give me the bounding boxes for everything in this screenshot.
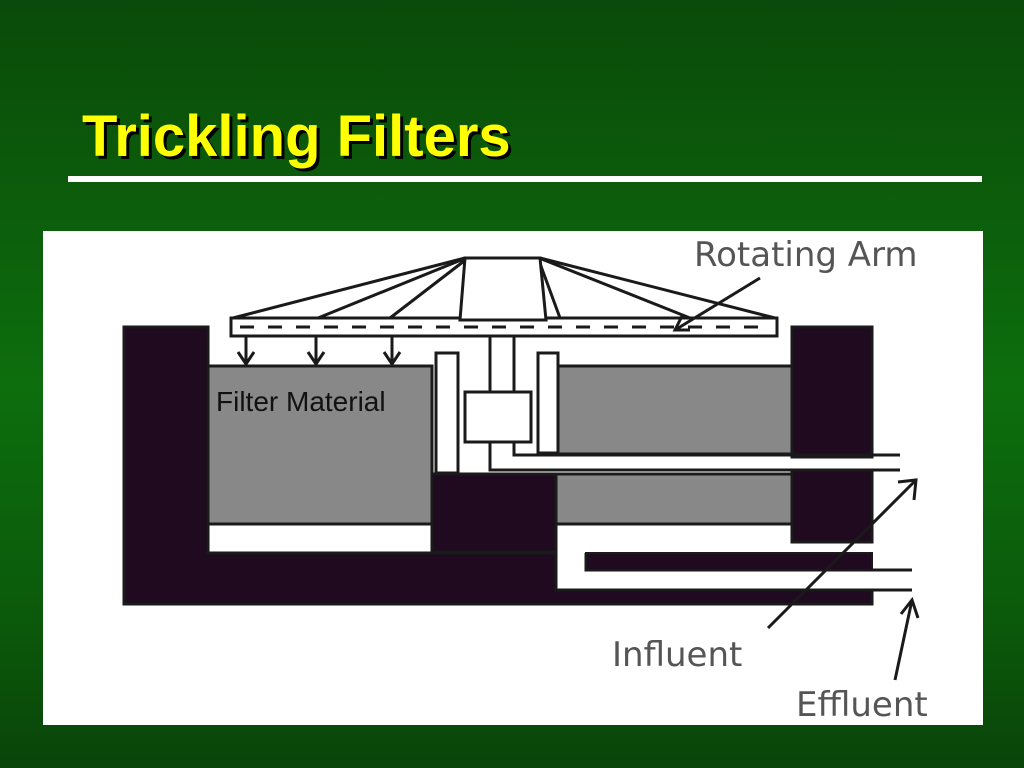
rotating-arm-label: Rotating Arm [694,235,918,275]
underdrain-right [554,472,794,526]
central-base-block [430,472,558,554]
center-post-right [536,351,560,455]
right-tank-wall [790,325,874,459]
effluent-baffle [585,552,873,571]
filter-media-left [206,364,434,526]
center-post-left [434,351,460,475]
influent-label: Influent [612,635,742,675]
pointer-arrows [672,276,920,681]
title-divider [68,176,982,182]
effluent-label: Effluent [796,685,928,725]
slide-title: Trickling Filters [82,104,511,169]
filter-material-label: Filter Material [216,386,386,417]
influent-pipe [488,335,900,472]
support-cables [232,256,776,320]
distributor-hub [458,256,548,322]
diagram-panel: Rotating Arm Filter Material Influent Ef… [43,231,983,725]
trickling-filter-diagram: Rotating Arm Filter Material Influent Ef… [122,235,928,725]
drive-box [463,390,533,444]
filter-media-right [554,364,794,456]
right-tank-wall-lower [790,468,874,544]
spray-arrows [236,336,402,367]
